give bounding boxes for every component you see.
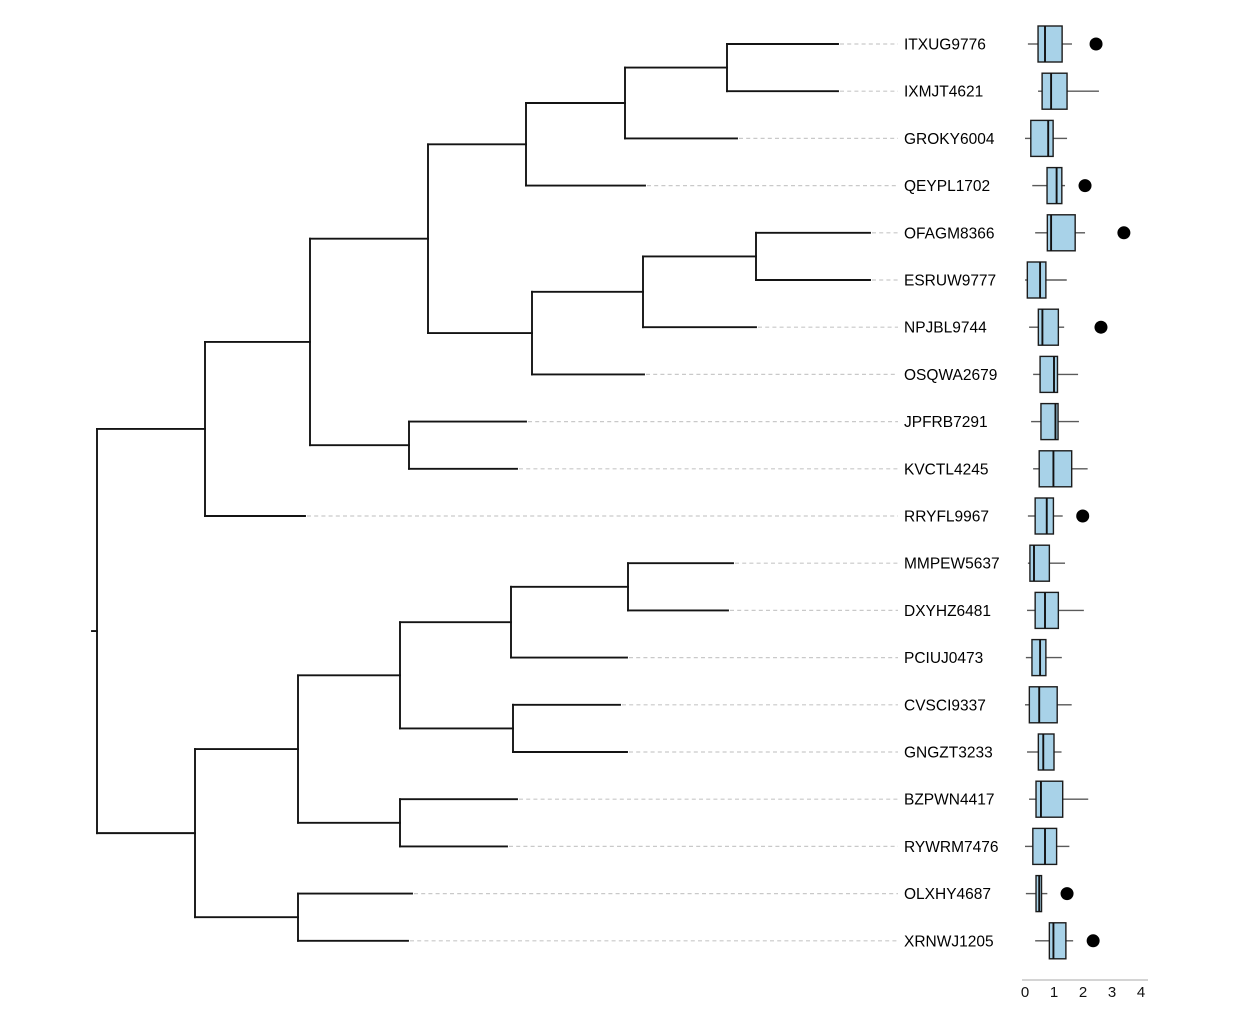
boxplot-row	[1032, 166, 1092, 205]
boxplots	[1025, 25, 1131, 960]
outlier-dot	[1060, 887, 1074, 901]
boxplot-box	[1030, 119, 1054, 158]
taxon-label: RYWRM7476	[904, 839, 998, 856]
boxplot-row	[1038, 72, 1099, 110]
taxon-label: OLXHY4687	[904, 886, 991, 903]
boxplot-box	[1034, 591, 1060, 630]
taxon-label: IXMJT4621	[904, 84, 983, 101]
taxon-label: OFAGM8366	[904, 225, 994, 242]
x-axis: 0 1 2 3 4	[1021, 979, 1148, 1001]
boxplot-box	[1038, 450, 1073, 488]
taxon-label: ITXUG9776	[904, 37, 986, 54]
taxon-label: PCIUJ0473	[904, 650, 983, 667]
taxon-label: GNGZT3233	[904, 745, 993, 762]
taxon-label: QEYPL1702	[904, 178, 990, 195]
taxon-label: OSQWA2679	[904, 367, 997, 384]
x-axis-tick-label: 0	[1021, 984, 1029, 1001]
dendrogram	[91, 43, 871, 942]
boxplot-box	[1034, 497, 1055, 535]
taxon-label: MMPEW5637	[904, 556, 1000, 573]
boxplot-row	[1031, 402, 1079, 441]
boxplot-box	[1040, 402, 1059, 441]
boxplot-row	[1025, 638, 1062, 677]
taxon-label: RRYFL9967	[904, 509, 989, 526]
outlier-dot	[1117, 226, 1131, 240]
boxplot-box	[1031, 638, 1047, 677]
boxplot-row	[1027, 544, 1066, 582]
boxplot-row	[1025, 874, 1074, 913]
taxon-labels: ITXUG9776IXMJT4621GROKY6004QEYPL1702OFAG…	[904, 37, 1000, 951]
boxplot-row	[1029, 780, 1089, 818]
outlier-dot	[1089, 37, 1103, 51]
boxplot-box	[1037, 25, 1063, 63]
taxon-label: NPJBL9744	[904, 320, 987, 337]
tip-connectors	[307, 43, 898, 942]
boxplot-row	[1025, 686, 1072, 724]
boxplot-row	[1035, 214, 1131, 252]
taxon-label: KVCTL4245	[904, 461, 988, 478]
boxplot-box	[1037, 308, 1060, 346]
boxplot-row	[1029, 308, 1108, 346]
boxplot-row	[1025, 261, 1067, 299]
x-axis-tick-label: 1	[1050, 984, 1058, 1001]
boxplot-row	[1033, 450, 1088, 488]
x-axis-tick-label: 4	[1137, 984, 1145, 1001]
boxplot-row	[1027, 497, 1090, 535]
boxplot-box	[1048, 922, 1067, 960]
x-axis-tick-label: 2	[1079, 984, 1087, 1001]
boxplot-box	[1029, 544, 1051, 582]
boxplot-box	[1026, 261, 1047, 299]
boxplot-box	[1046, 166, 1063, 205]
boxplot-box	[1037, 733, 1055, 771]
taxon-label: DXYHZ6481	[904, 603, 991, 620]
taxon-label: JPFRB7291	[904, 414, 988, 431]
boxplot-row	[1027, 733, 1062, 771]
boxplot-row	[1027, 25, 1103, 63]
boxplot-row	[1025, 827, 1070, 866]
boxplot-row	[1027, 591, 1084, 630]
taxon-label: BZPWN4417	[904, 792, 994, 809]
x-axis-tick-label: 3	[1108, 984, 1116, 1001]
boxplot-row	[1025, 119, 1068, 158]
outlier-dot	[1086, 934, 1100, 948]
outlier-dot	[1094, 320, 1108, 334]
taxon-label: ESRUW9777	[904, 273, 996, 290]
outlier-dot	[1076, 509, 1090, 523]
taxon-label: XRNWJ1205	[904, 933, 994, 950]
boxplot-row	[1033, 355, 1079, 394]
boxplot-row	[1035, 922, 1100, 960]
taxon-label: GROKY6004	[904, 131, 995, 148]
boxplot-box	[1041, 72, 1068, 110]
taxon-label: CVSCI9337	[904, 697, 986, 714]
boxplot-box	[1028, 686, 1058, 724]
outlier-dot	[1078, 179, 1092, 193]
